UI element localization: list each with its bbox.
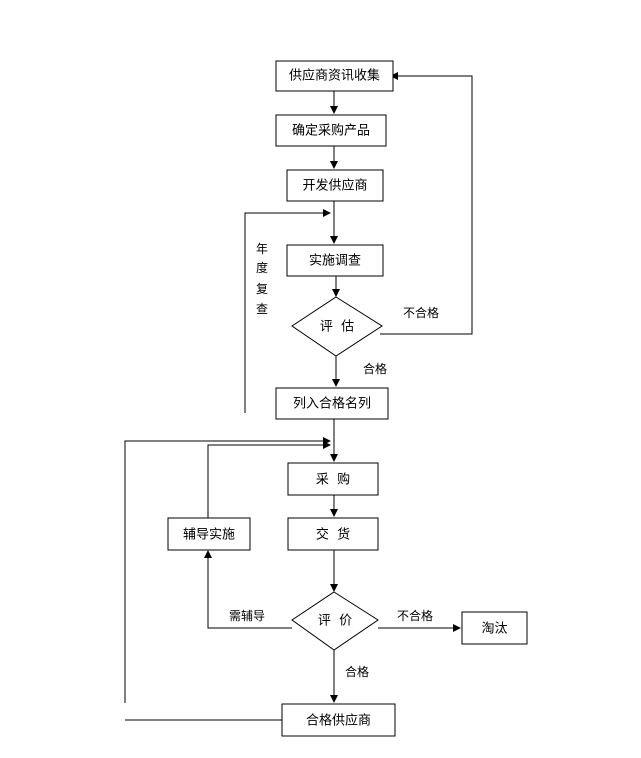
node-collect-label: 供应商资讯收集	[289, 68, 380, 84]
node-develop: 开发供应商	[286, 169, 384, 202]
node-guidance-label: 辅导实施	[183, 528, 235, 543]
node-investigate-label: 实施调查	[309, 254, 361, 269]
label-need-guidance: 需辅导	[229, 609, 265, 623]
arrow-qualified-loop	[124, 437, 331, 703]
node-collect: 供应商资讯收集	[275, 60, 394, 92]
node-deliver: 交 货	[287, 517, 379, 551]
node-develop-label: 开发供应商	[302, 178, 367, 194]
label-annual-review-char: 复	[256, 282, 268, 296]
node-investigate: 实施调查	[286, 244, 384, 277]
node-qualified: 合格供应商	[281, 703, 396, 737]
node-list-label: 列入合格名列	[293, 396, 371, 412]
node-eliminate: 淘汰	[461, 611, 528, 645]
node-confirm: 确定采购产品	[275, 114, 387, 147]
label-annual-review-char: 度	[256, 260, 268, 275]
label-assess-fail: 不合格	[403, 305, 439, 320]
node-deliver-label: 交 货	[316, 527, 350, 543]
node-list: 列入合格名列	[275, 387, 389, 420]
node-evaluate-label: 评 价	[318, 614, 352, 629]
arrow-annual-review-loop	[244, 209, 331, 413]
label-evaluate-pass: 合格	[345, 664, 369, 679]
arrow-evaluate-to-guidance	[204, 550, 292, 629]
node-assess: 评 估	[291, 296, 383, 357]
node-evaluate: 评 价	[291, 591, 379, 651]
node-confirm-label: 确定采购产品	[292, 123, 370, 139]
connectors	[124, 72, 473, 721]
label-annual-review-char: 年	[256, 242, 268, 256]
node-guidance: 辅导实施	[167, 517, 251, 551]
label-assess-pass: 合格	[363, 361, 387, 376]
node-assess-label: 评 估	[320, 320, 354, 335]
label-evaluate-fail: 不合格	[397, 608, 433, 623]
label-annual-review-char: 查	[256, 302, 268, 316]
label-annual-review: 年 度 复 查	[256, 242, 268, 316]
node-qualified-label: 合格供应商	[306, 713, 371, 729]
node-purchase: 采 购	[287, 462, 379, 496]
node-purchase-label: 采 购	[316, 472, 350, 488]
arrow-guidance-to-purchase	[207, 441, 331, 518]
node-eliminate-label: 淘汰	[481, 622, 507, 637]
arrow-assess-fail-loop	[380, 72, 473, 335]
